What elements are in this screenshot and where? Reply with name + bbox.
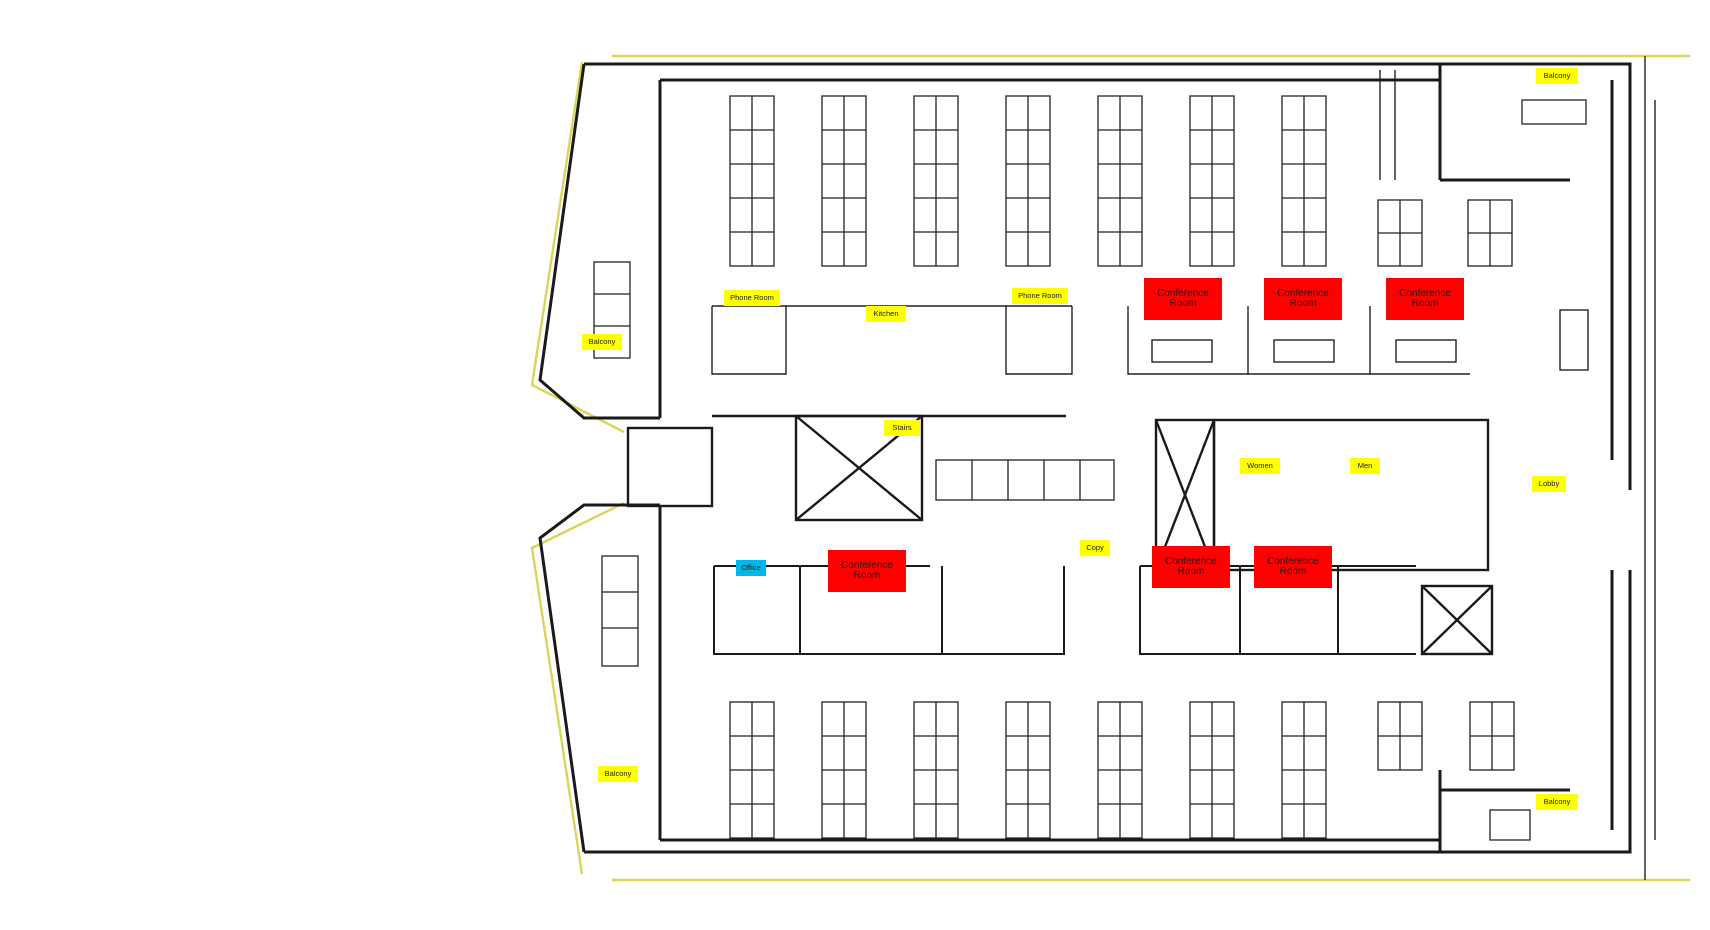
- phone-room-label-left: Phone Room: [724, 290, 780, 306]
- copy-label: Copy: [1080, 540, 1110, 556]
- workstations-middle: [935, 459, 1115, 501]
- men-label: Men: [1350, 458, 1380, 474]
- kitchen-label: Kitchen: [866, 306, 906, 322]
- phone-room-label-right: Phone Room: [1012, 288, 1068, 304]
- conference-room-label-5: Conference Room: [1152, 546, 1230, 588]
- stairs-label: Stairs: [884, 420, 920, 436]
- workstations-top: [729, 95, 1513, 267]
- outer-walls: [538, 56, 1656, 880]
- middle-upper-rooms: [711, 305, 1589, 375]
- conference-room-label-6: Conference Room: [1254, 546, 1332, 588]
- conference-room-label-4: Conference Room: [828, 550, 906, 592]
- exterior-outline: [530, 54, 1690, 882]
- balcony-label-left-upper: Balcony: [582, 334, 622, 350]
- workstations-bottom: [729, 701, 1515, 839]
- balcony-label-bottom-right: Balcony: [1536, 794, 1578, 810]
- balcony-label-top-right: Balcony: [1536, 68, 1578, 84]
- building-core: [626, 414, 1494, 656]
- balcony-label-left-lower: Balcony: [598, 766, 638, 782]
- conference-room-label-3: Conference Room: [1386, 278, 1464, 320]
- conference-room-label-2: Conference Room: [1264, 278, 1342, 320]
- women-label: Women: [1240, 458, 1280, 474]
- conference-room-label-1: Conference Room: [1144, 278, 1222, 320]
- lobby-label: Lobby: [1532, 476, 1566, 492]
- balcony-furniture: [593, 99, 1587, 841]
- office-label: Office: [736, 560, 766, 576]
